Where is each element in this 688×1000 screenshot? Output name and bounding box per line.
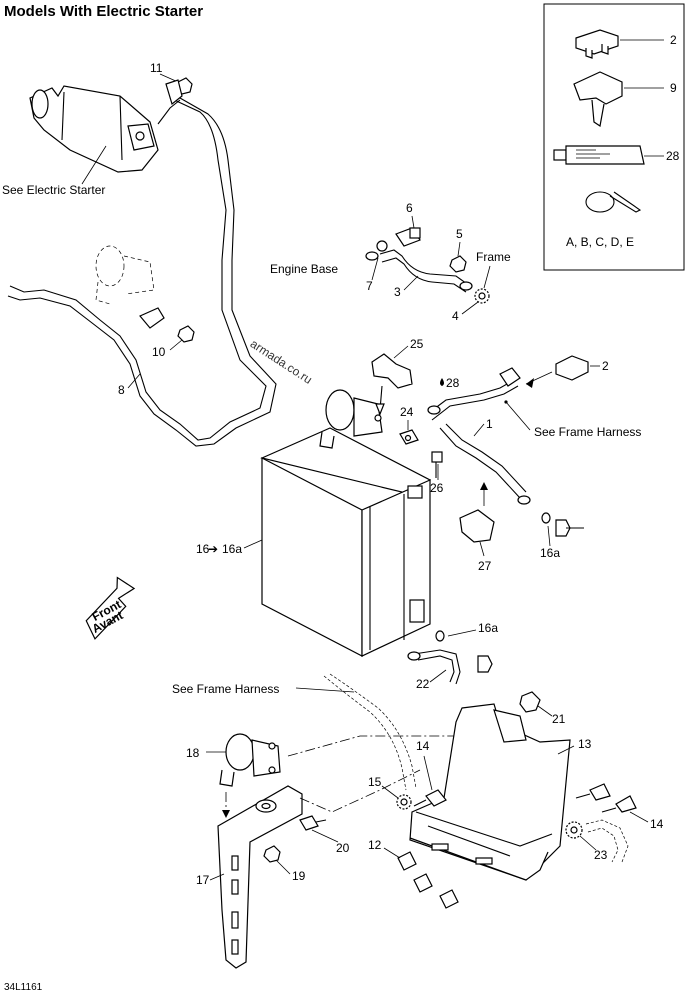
bolt-part-20: [299, 815, 327, 831]
callout-10: 10: [152, 345, 166, 359]
nut-part-10: [177, 325, 195, 343]
callout-26: 26: [430, 481, 444, 495]
callout-16a-right: 16a: [540, 546, 560, 560]
legend-callout-2: 2: [670, 33, 677, 47]
frame-label: Frame: [476, 250, 511, 264]
bolt-part-14-left: [413, 789, 447, 807]
page-title: Models With Electric Starter: [4, 3, 204, 20]
callout-12: 12: [368, 838, 382, 852]
legend-box: 2 9 28 A, B, C, D, E: [543, 3, 685, 271]
bolt-part-6: [395, 227, 421, 247]
nut-part-5: [449, 255, 467, 273]
clip-icon: [573, 71, 623, 128]
bracket-part-17: [217, 785, 303, 969]
ground-cable-ghost: [585, 819, 629, 863]
terminal-boot-part-25: [371, 353, 413, 389]
callout-18: 18: [186, 746, 200, 760]
star-washer-part-15: [396, 794, 412, 810]
front-direction-arrow: Front Avant: [85, 576, 136, 640]
callout-7: 7: [366, 279, 373, 293]
solenoid-ghost: [95, 245, 155, 305]
callout-14-left: 14: [416, 739, 430, 753]
callout-19: 19: [292, 869, 306, 883]
terminal-boot-part-27: [459, 509, 495, 543]
star-washer-part-4: [474, 288, 490, 304]
watermark-text: armada.co.ru: [248, 337, 315, 387]
positive-cable-part-1: [427, 367, 531, 505]
cable-tie-icon: [585, 191, 642, 213]
see-electric-starter-label: See Electric Starter: [2, 183, 105, 197]
battery-tray-part-13: [409, 703, 571, 881]
callout-23: 23: [594, 848, 608, 862]
callout-27: 27: [478, 559, 492, 573]
callout-24: 24: [400, 405, 414, 419]
solenoid-part-18: [219, 733, 281, 787]
callout-16: 16: [196, 542, 210, 556]
callout-17: 17: [196, 873, 210, 887]
bolt-part-16a-lower: [435, 630, 493, 673]
legend-callout-28: 28: [666, 149, 680, 163]
washer-part-7: [376, 240, 388, 252]
electric-starter: [29, 85, 181, 173]
terminal-part-24: [399, 429, 419, 445]
engine-base-label: Engine Base: [270, 262, 338, 276]
callout-16a-lower: 16a: [478, 621, 498, 635]
starter-cable-part-8: [7, 79, 277, 447]
battery-part-16: [260, 427, 432, 657]
callout-3: 3: [394, 285, 401, 299]
callout-5: 5: [456, 227, 463, 241]
callout-8: 8: [118, 383, 125, 397]
frame-harness-ghost: [323, 673, 417, 791]
callout-2: 2: [602, 359, 609, 373]
callout-15: 15: [368, 775, 382, 789]
callout-20: 20: [336, 841, 350, 855]
callout-14-right: 14: [650, 817, 664, 831]
callout-6: 6: [406, 201, 413, 215]
callout-13: 13: [578, 737, 592, 751]
fuse-icon: [575, 29, 619, 59]
legend-callout-ties: A, B, C, D, E: [566, 235, 634, 249]
svg-text:➔: ➔: [208, 542, 218, 556]
bolts-part-14-right: [575, 783, 637, 813]
callout-25: 25: [410, 337, 424, 351]
star-washer-part-23: [565, 821, 583, 839]
grommets-part-12: [397, 851, 459, 909]
see-frame-harness-label-1: See Frame Harness: [534, 425, 641, 439]
callout-1: 1: [486, 417, 493, 431]
fuse-part-2: [555, 355, 589, 381]
negative-cable-part-22: [407, 649, 461, 685]
grease-tube-icon: [553, 145, 645, 165]
ground-cable-part-3: [365, 249, 473, 293]
callout-11: 11: [150, 61, 163, 75]
bolt-part-16a-right: [541, 512, 584, 537]
callout-16a-main: 16a: [222, 542, 242, 556]
nut-part-21: [519, 691, 541, 713]
see-frame-harness-label-2: See Frame Harness: [172, 682, 279, 696]
bolt-part-26: [431, 451, 443, 478]
callout-4: 4: [452, 309, 459, 323]
callout-28: 28: [446, 376, 460, 390]
callout-22: 22: [416, 677, 430, 691]
callout-21: 21: [552, 712, 566, 726]
figure-reference: 34L1161: [4, 982, 43, 993]
legend-callout-9: 9: [670, 81, 677, 95]
nut-part-19: [263, 845, 281, 863]
solenoid-part: [319, 389, 383, 449]
